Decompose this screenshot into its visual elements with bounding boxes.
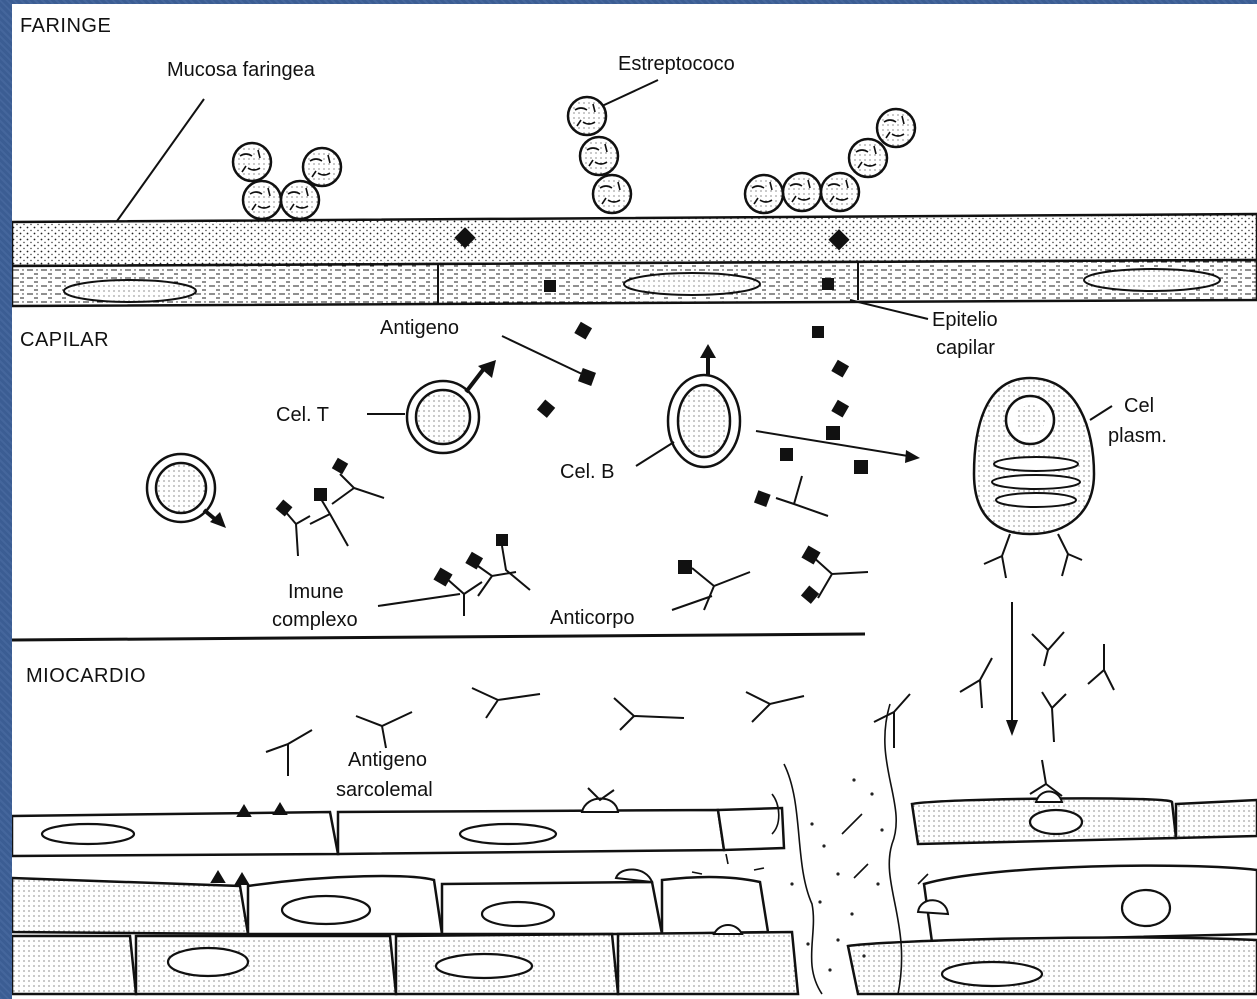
label-sarcolemmal-antigen-1: Antigeno [348, 749, 427, 771]
antibody-flow-arrowhead [1006, 720, 1018, 736]
label-plasma-cell-2: plasm. [1108, 425, 1167, 447]
rheumatic-fever-diagram: FARINGE Mucosa faringea Estreptococo CAP… [12, 4, 1257, 999]
label-streptococcus: Estreptococo [618, 53, 735, 75]
label-immune-complex-2: complexo [272, 609, 358, 631]
leader-b-cell [636, 442, 674, 466]
label-immune-complex-1: Imune [288, 581, 344, 603]
label-antibody: Anticorpo [550, 607, 635, 629]
streptococcus-chains [233, 97, 915, 219]
label-capillary-epithelium-1: Epitelio [932, 309, 998, 331]
section-label-capillary: CAPILAR [20, 329, 109, 351]
leader-mucosa [112, 99, 204, 228]
b-cell [668, 344, 740, 467]
capillary-wall [12, 634, 865, 640]
label-t-cell: Cel. T [276, 404, 329, 426]
t-cell [407, 360, 496, 453]
leader-antigen [502, 336, 582, 374]
lymphocyte-left [147, 454, 226, 528]
label-capillary-epithelium-2: capilar [936, 337, 995, 359]
label-b-cell: Cel. B [560, 461, 614, 483]
differentiation-arrowhead [905, 450, 920, 463]
diagram-canvas: FARINGE Mucosa faringea Estreptococo CAP… [12, 4, 1257, 999]
pharyngeal-mucosa-layer [12, 214, 1257, 306]
antibody-bound-antigens [678, 490, 821, 604]
leader-streptococcus [602, 80, 658, 106]
section-label-myocardium: MIOCARDIO [26, 665, 146, 687]
label-plasma-cell-1: Cel [1124, 395, 1154, 417]
immune-complex-antigens [276, 458, 508, 587]
antibodies-myocardium [266, 632, 1114, 796]
leader-immune-complex [378, 594, 460, 606]
antibodies-capillary [692, 476, 868, 610]
leader-plasma-cell [1090, 406, 1112, 420]
section-label-pharynx: FARINGE [20, 15, 111, 37]
label-mucosa: Mucosa faringea [167, 59, 316, 81]
plasma-cell [974, 378, 1094, 578]
label-antigen: Antigeno [380, 317, 459, 339]
label-sarcolemmal-antigen-2: sarcolemal [336, 779, 433, 801]
